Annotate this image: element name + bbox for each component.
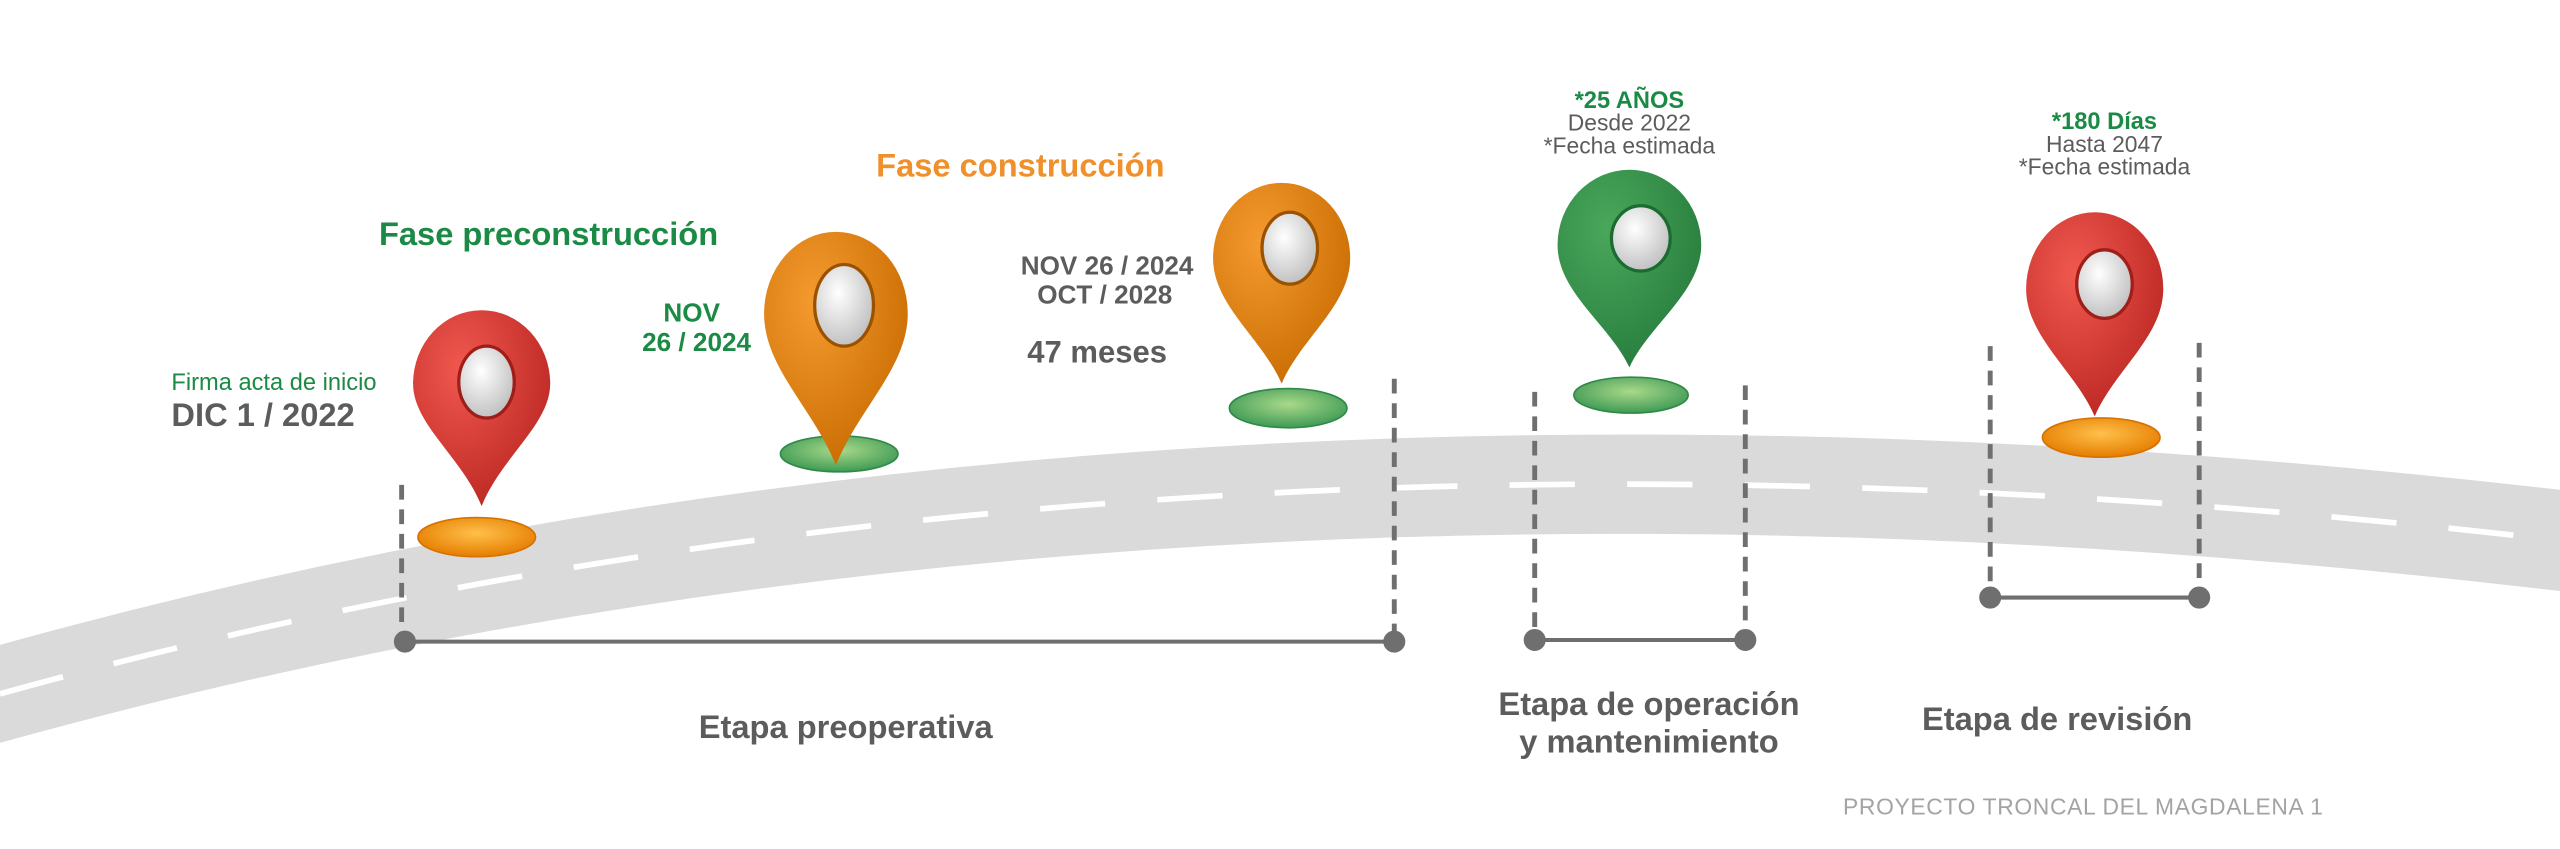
map-pin-icon-orange bbox=[1213, 182, 1351, 384]
map-pin-icon-green bbox=[1557, 169, 1702, 368]
stage-markers bbox=[399, 342, 2202, 637]
review-title: *180 Días bbox=[2052, 109, 2157, 135]
stage-operation-line1: Etapa de operación bbox=[1498, 685, 1799, 722]
phase-construction: Fase construcción bbox=[876, 146, 1164, 183]
construction-start: NOV 26 / 2024 bbox=[1021, 250, 1194, 280]
review-line1: Hasta 2047 bbox=[2046, 131, 2163, 157]
operation-line1: Desde 2022 bbox=[1568, 110, 1691, 136]
phase-preconstruction: Fase preconstrucción bbox=[379, 215, 718, 252]
map-pin-icon-orange bbox=[764, 231, 908, 466]
construction-end: OCT / 2028 bbox=[1037, 280, 1172, 310]
preconstruction-end-line2: 26 / 2024 bbox=[642, 327, 751, 357]
ring-green bbox=[1573, 376, 1689, 414]
operation-title: *25 AÑOS bbox=[1575, 86, 1685, 114]
operation-line2: *Fecha estimada bbox=[1544, 132, 1716, 158]
start-date: DIC 1 / 2022 bbox=[171, 396, 354, 433]
footer-project-name: PROYECTO TRONCAL DEL MAGDALENA 1 bbox=[1843, 794, 2323, 820]
road-center-dashes bbox=[0, 481, 2560, 697]
ring-green bbox=[1228, 387, 1348, 429]
preconstruction-end-line1: NOV bbox=[663, 298, 720, 328]
ring-orange bbox=[2041, 417, 2161, 458]
map-pin-icon-red bbox=[2026, 212, 2164, 417]
road bbox=[0, 434, 2560, 743]
stage-operation-line2: y mantenimiento bbox=[1519, 723, 1778, 760]
stage-review: Etapa de revisión bbox=[1922, 700, 2192, 737]
map-pin-icon-red bbox=[413, 310, 551, 507]
construction-duration: 47 meses bbox=[1027, 334, 1167, 369]
stage-preoperative: Etapa preoperativa bbox=[699, 708, 994, 745]
review-line2: *Fecha estimada bbox=[2019, 154, 2191, 180]
start-label: Firma acta de inicio bbox=[171, 370, 376, 396]
ring-orange bbox=[417, 516, 537, 558]
